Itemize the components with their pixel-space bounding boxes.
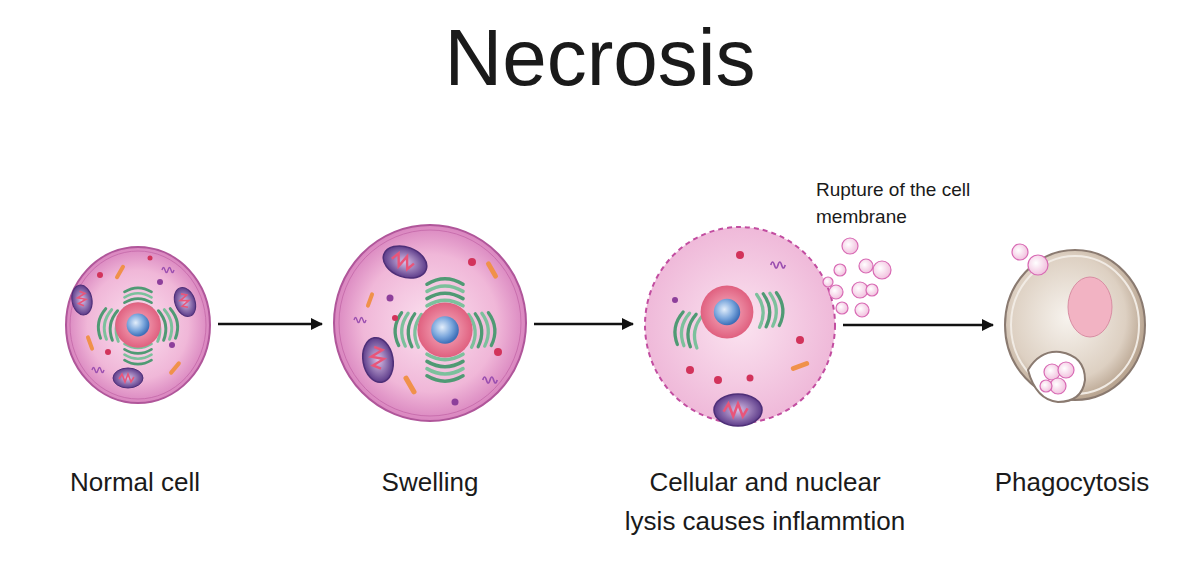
illustration-part [70, 251, 206, 399]
process-arrow [218, 323, 322, 326]
illustration-part [834, 264, 846, 276]
ruptured-cell-picture [645, 227, 891, 426]
phagocyte-picture [1005, 244, 1145, 402]
illustration-part [842, 238, 858, 254]
process-arrow [534, 323, 633, 326]
illustration-part [866, 284, 878, 296]
illustration-part [427, 354, 463, 381]
swollen-cell-picture [334, 225, 526, 421]
illustration-part [66, 247, 210, 403]
illustration-part [673, 311, 703, 348]
illustration-part [417, 302, 472, 357]
normal-cell-picture [66, 247, 210, 403]
illustration-part [1028, 352, 1085, 402]
illustration-part [113, 368, 143, 388]
callout-label: Rupture of the cell membrane [816, 176, 976, 230]
illustration-part [97, 272, 103, 278]
illustration-part [873, 261, 891, 279]
illustration-part [85, 335, 94, 351]
illustration-part [168, 361, 181, 376]
diagram-title: Necrosis [0, 12, 1200, 104]
illustration-part [387, 295, 394, 302]
illustration-part [859, 259, 873, 273]
illustration-part [379, 240, 432, 284]
illustration-part [469, 312, 497, 347]
illustration-part [157, 279, 163, 285]
illustration-part [1058, 362, 1074, 378]
illustration-part [1012, 244, 1074, 394]
illustration-part [403, 375, 418, 396]
illustration-part [392, 315, 398, 321]
illustration-part [115, 302, 161, 348]
illustration-part [114, 264, 125, 280]
illustration-part [1012, 244, 1028, 260]
illustration-part [736, 251, 744, 259]
illustration-part [105, 349, 111, 355]
illustration-part [162, 268, 174, 273]
stage-label: Phagocytosis [962, 463, 1182, 502]
illustration-part [714, 394, 762, 426]
cell-stage: Cellular and nuclear lysis causes inflam… [643, 225, 837, 425]
illustration-part [92, 368, 104, 373]
stage-label: Normal cell [25, 463, 245, 502]
illustration-part [468, 258, 476, 266]
illustration-part [829, 285, 843, 299]
illustration-part [714, 376, 722, 384]
illustration-part [823, 238, 891, 317]
illustration-part [855, 303, 869, 317]
illustration-part [823, 277, 833, 287]
process-arrow [843, 324, 993, 327]
cell-stage: Phagocytosis [1003, 248, 1147, 402]
illustration-part [686, 366, 694, 374]
illustration-part [1028, 255, 1048, 275]
illustration-part [365, 292, 374, 308]
illustration-part [672, 297, 678, 303]
illustration-part [796, 336, 804, 344]
stage-label: Swelling [320, 463, 540, 502]
illustration-part [757, 292, 785, 327]
illustration-part [148, 256, 153, 261]
illustration-part [701, 286, 754, 339]
illustration-part [747, 375, 754, 382]
illustration-part [359, 335, 396, 385]
illustration-part [334, 225, 526, 421]
illustration-part [790, 360, 810, 371]
illustration-part [452, 399, 459, 406]
illustration-part [170, 284, 199, 319]
illustration-part [427, 279, 463, 306]
illustration-part [169, 342, 175, 348]
cell-stage: Swelling [332, 223, 528, 423]
illustration-part [339, 230, 521, 416]
stage-label: Cellular and nuclear lysis causes inflam… [623, 463, 908, 541]
illustration-part [483, 377, 497, 383]
illustration-part [70, 283, 95, 316]
illustration-part [1068, 277, 1112, 337]
illustration-part [771, 262, 785, 268]
illustration-part [354, 318, 366, 323]
cell-stage: Normal cell [64, 245, 212, 405]
illustration-part [494, 348, 502, 356]
illustration-part [1040, 380, 1052, 392]
illustration-part [485, 260, 499, 279]
illustration-part [836, 302, 848, 314]
